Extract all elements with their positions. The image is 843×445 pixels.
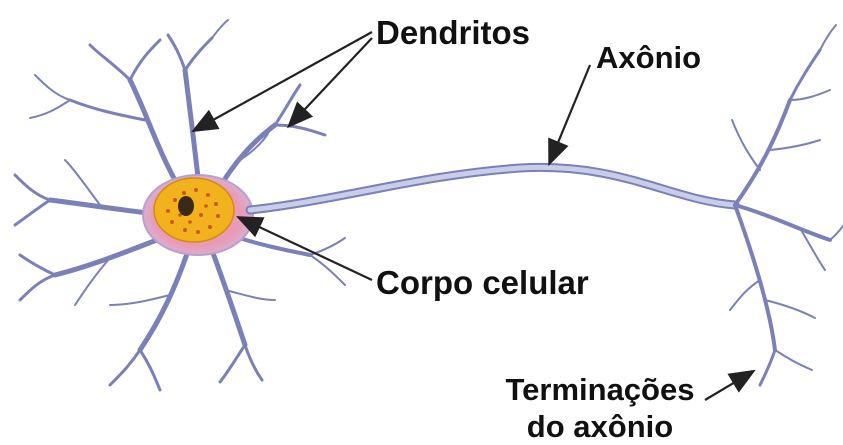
arrow-dendritos-2 (290, 38, 372, 125)
label-axon: Axônio (596, 42, 701, 73)
label-axon-terminals-line2: do axônio (485, 408, 715, 445)
nucleus (154, 178, 234, 242)
cell-body (143, 175, 253, 255)
label-cell-body: Corpo celular (376, 266, 589, 299)
label-axon-terminals: Terminações do axônio (485, 371, 715, 445)
axon (250, 167, 735, 210)
arrow-corpo-celular (240, 218, 372, 280)
nucleolus (178, 196, 194, 216)
arrow-axonio (550, 65, 590, 162)
arrow-dendritos-1 (195, 32, 372, 130)
label-dendrites: Dendritos (376, 16, 530, 49)
label-axon-terminals-line1: Terminações (485, 371, 715, 408)
pointer-arrows (195, 32, 752, 400)
axon-terminals (730, 25, 843, 385)
